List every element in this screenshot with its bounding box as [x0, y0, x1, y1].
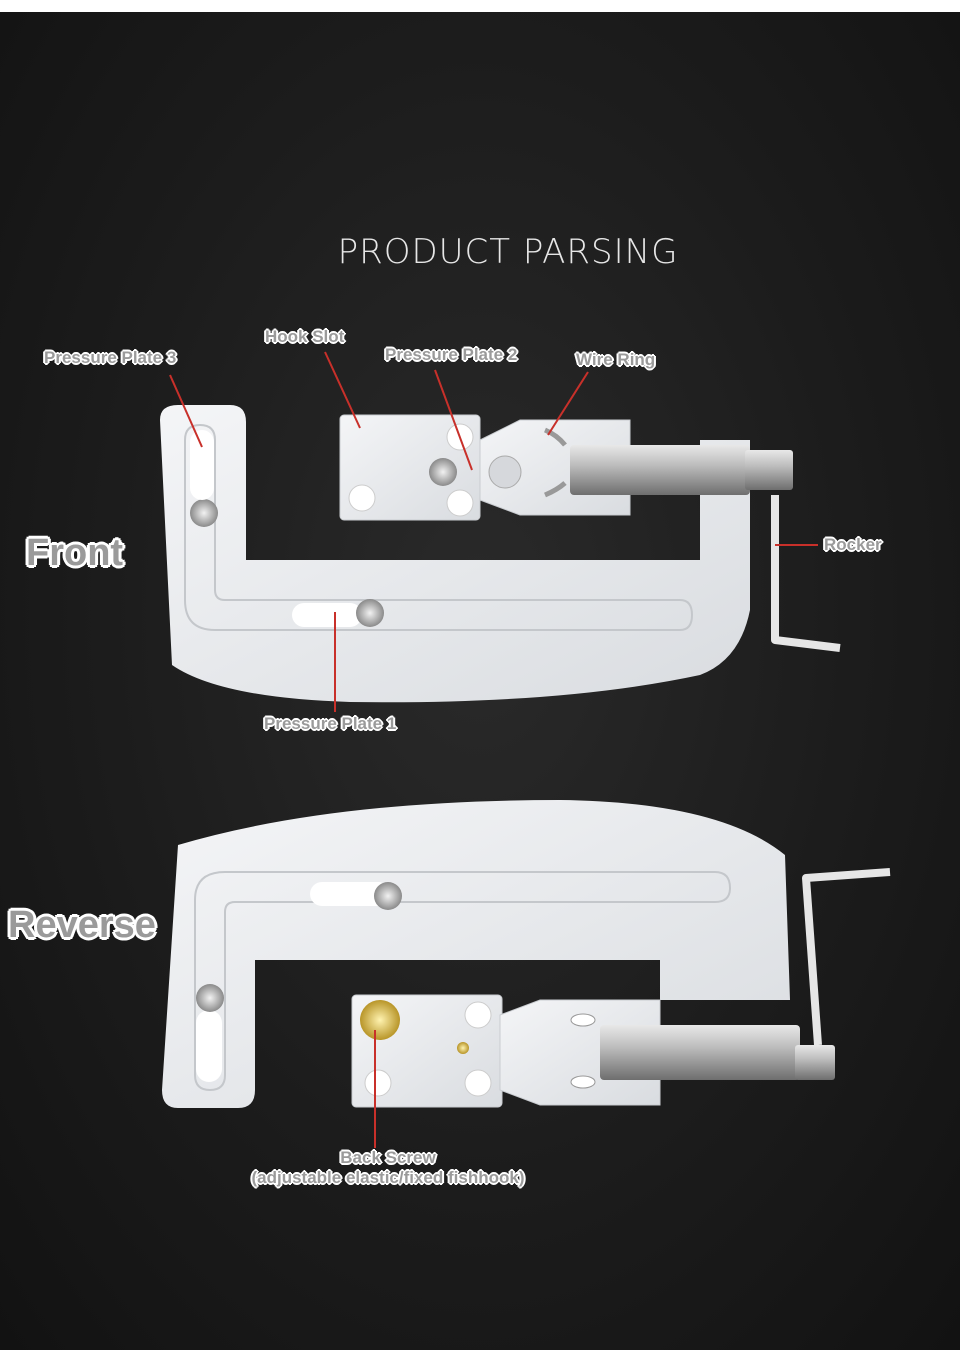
back-screw-knob	[360, 1000, 400, 1040]
front-main-plate	[160, 405, 750, 703]
label-wire-ring: Wire Ring	[576, 350, 656, 369]
front-view-label: Front	[26, 532, 124, 574]
front-rod	[570, 445, 750, 495]
label-pressure-plate-1: Pressure Plate 1	[264, 714, 397, 733]
front-slot	[184, 423, 694, 631]
reverse-rod	[600, 1025, 800, 1080]
label-back-screw-note: (adjustable elastic/fixed fishhook)	[251, 1168, 525, 1187]
front-rocker	[771, 495, 841, 652]
label-pressure-plate-3: Pressure Plate 3	[44, 348, 177, 367]
label-pressure-plate-2: Pressure Plate 2	[385, 345, 518, 364]
reverse-slot	[194, 871, 732, 1092]
reverse-view-label: Reverse	[8, 904, 156, 946]
reverse-main-plate	[162, 800, 790, 1108]
leader-lines	[169, 351, 818, 1148]
label-hook-slot: Hook Slot	[265, 327, 345, 346]
label-rocker: Rocker	[824, 535, 882, 554]
reverse-tool	[162, 800, 891, 1108]
reverse-rocker	[802, 868, 891, 1046]
page-title: PRODUCT PARSING	[337, 232, 679, 272]
label-back-screw: Back Screw	[340, 1148, 436, 1167]
front-tool	[160, 405, 841, 703]
